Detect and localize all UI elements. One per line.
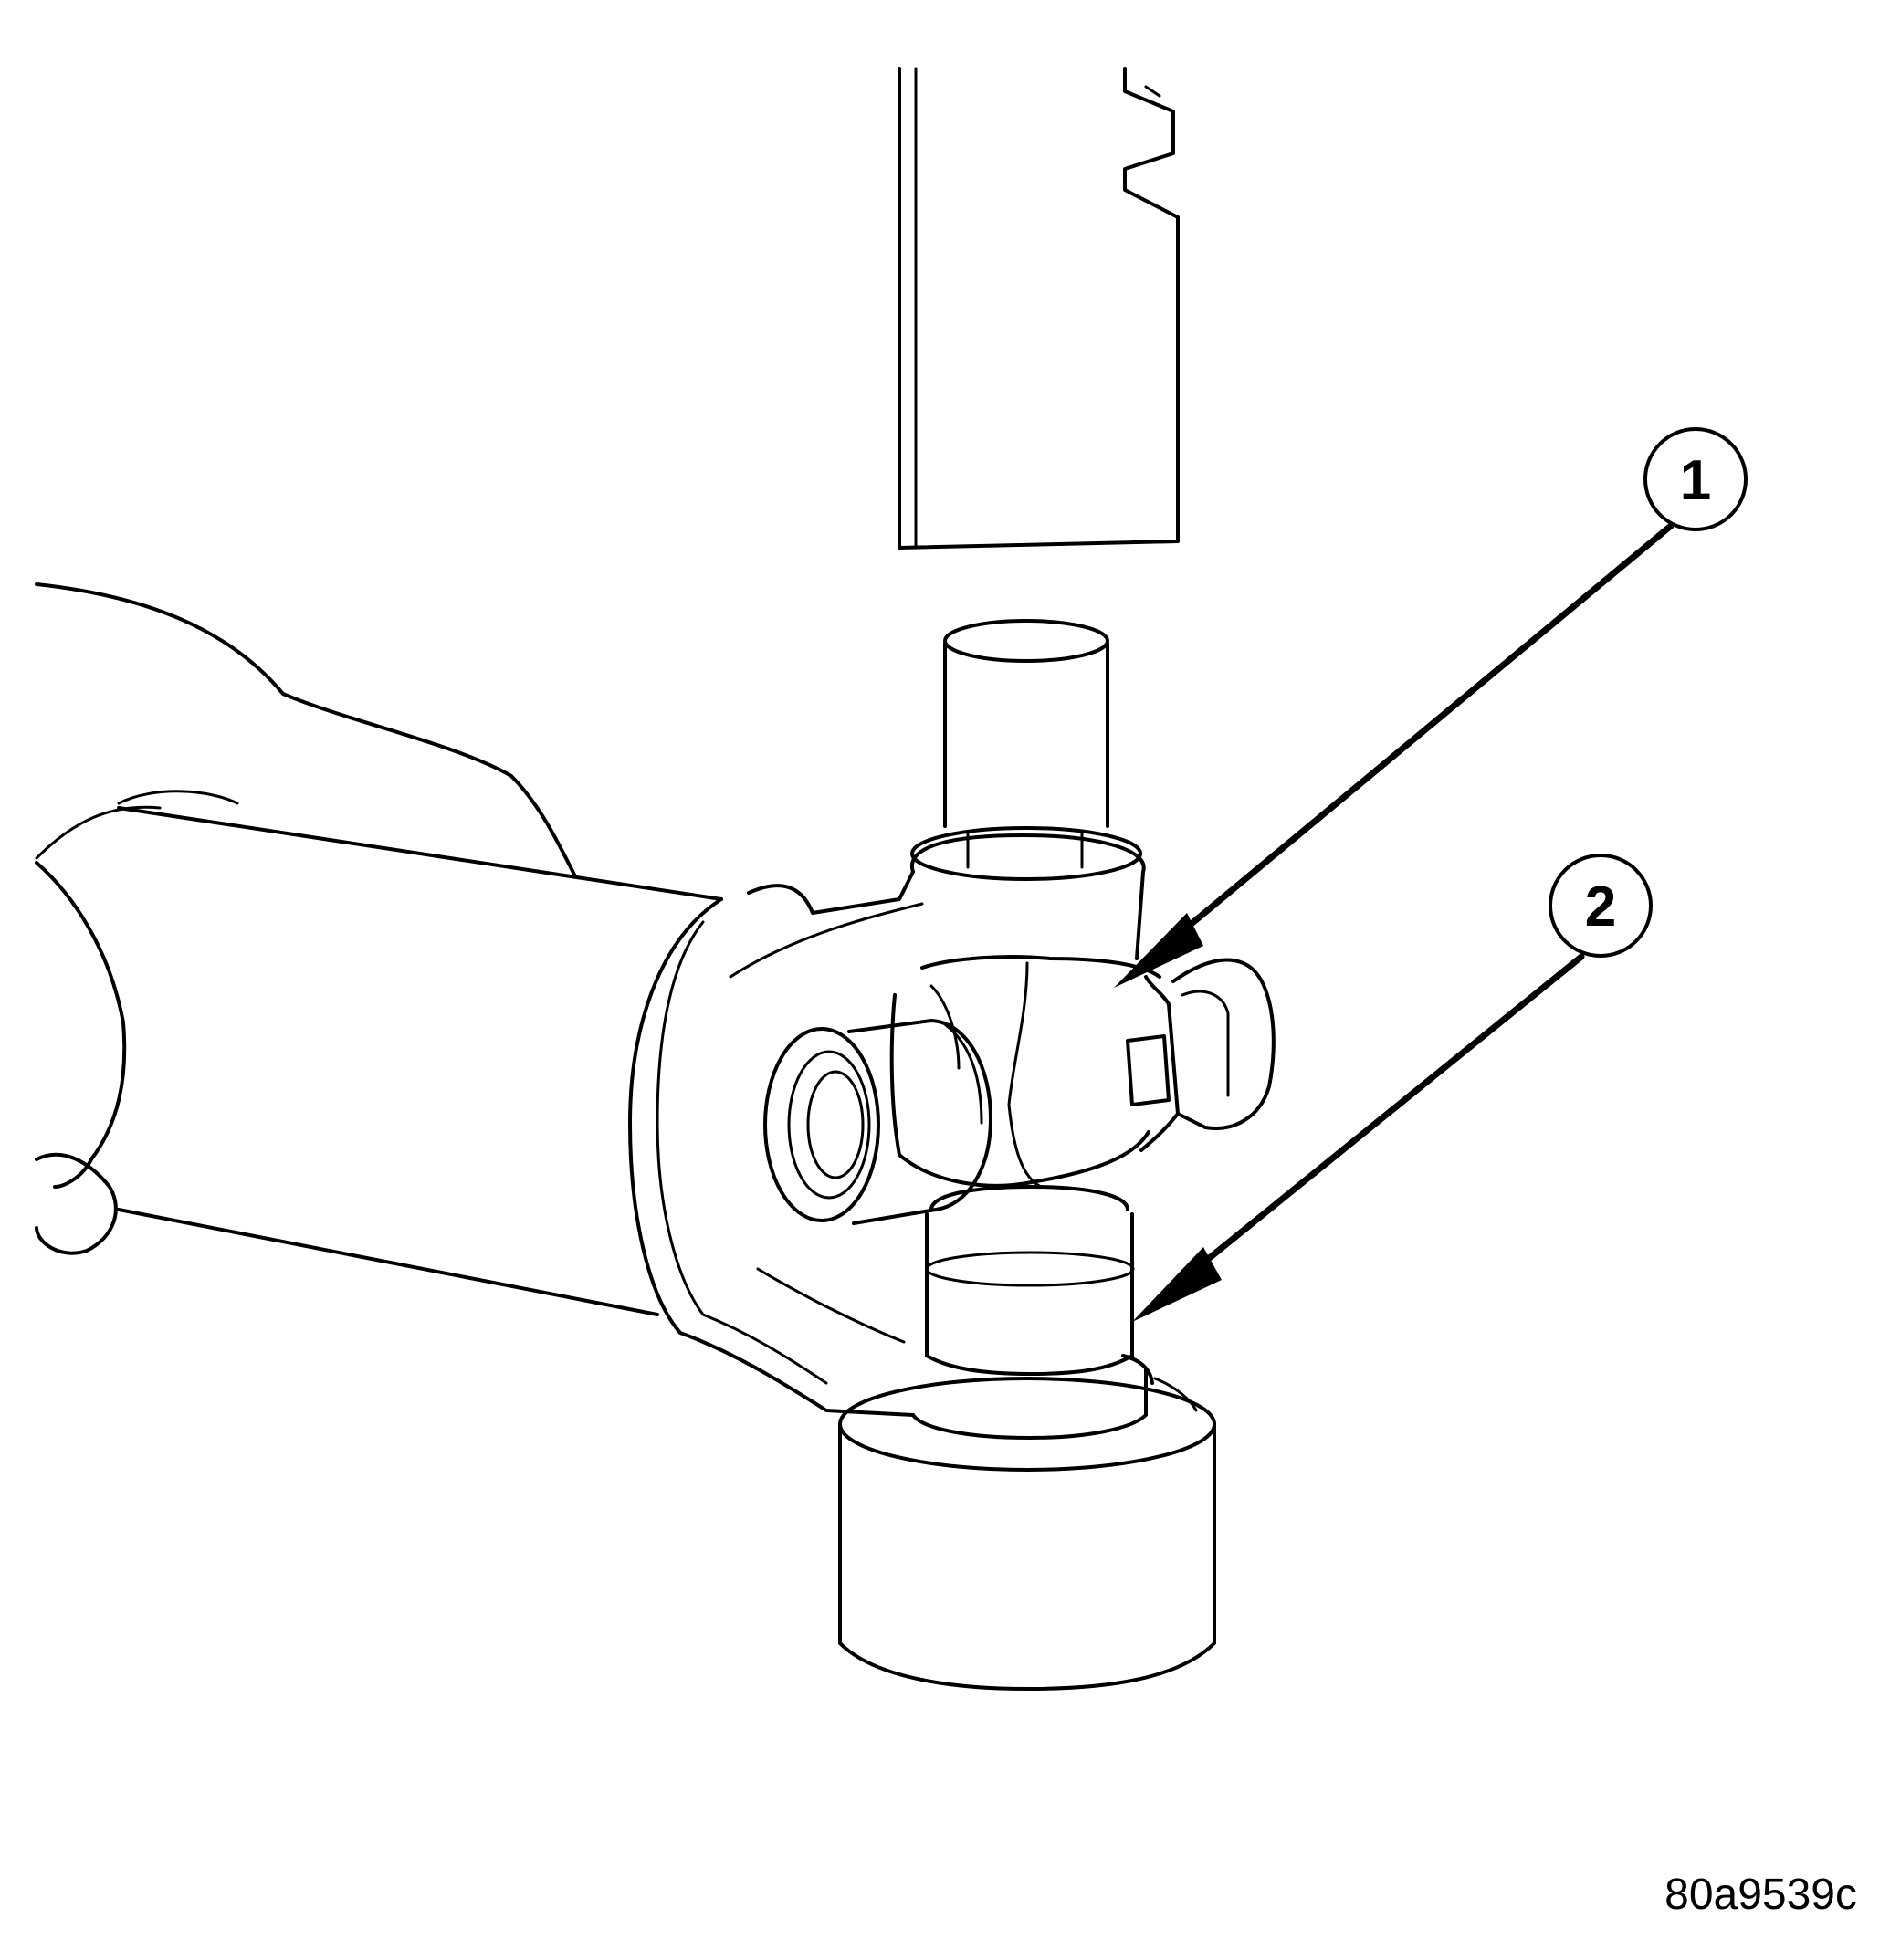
callout-1: 1 [1643,427,1748,531]
callout-2-label: 2 [1585,875,1616,938]
yoke [628,833,1146,1417]
leader-arrow-1 [1114,522,1675,988]
u-joint-cross [889,955,1180,1189]
callout-1-label: 1 [1680,449,1711,512]
callout-2: 2 [1549,854,1653,958]
leader-arrow-2 [1132,953,1585,1322]
receiver-socket [838,1354,1216,1691]
hand [35,582,577,1255]
figure-code: 80a9539c [1664,1871,1857,1919]
press-tool [898,67,1180,550]
right-trunnion [1171,958,1276,1130]
left-trunnion [763,1019,992,1225]
driveshaft-tube [117,806,723,1316]
upper-bearing-cup [910,619,1142,881]
lower-bearing-cup [925,1185,1135,1376]
